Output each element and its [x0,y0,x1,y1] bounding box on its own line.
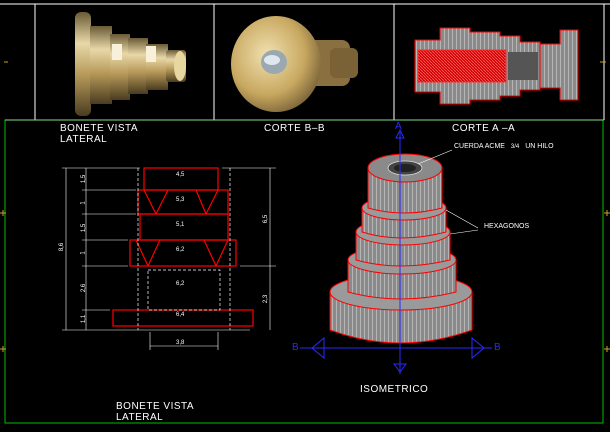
label-drawing-lateral-line1: BONETE VISTA [116,401,195,412]
label-render-lateral: BONETE VISTA LATERAL [60,123,138,145]
dim-height-1: 1,5 [81,174,88,184]
thread-label: CUERDA ACME [454,143,505,150]
label-render-lateral-line2: LATERAL [60,134,108,145]
label-section-bb: CORTE B–B [264,123,325,134]
dim-height-total: 8,6 [59,242,66,252]
dim-height-3: 1,5 [81,223,88,233]
label-section-aa: CORTE A –A [452,123,516,134]
render-section-bb [231,16,358,112]
dim-width-5: 6,2 [176,281,185,287]
section-mark-right: B [494,342,502,353]
edge-markers [0,61,610,352]
dim-width-7: 3,8 [176,340,185,346]
thread-annotation: CUERDA ACME 3/4 UN HILO [454,143,554,150]
render-bonnet-lateral [75,12,186,116]
dim-height-2: 1 [80,201,87,205]
section-mark-left: B [292,342,300,353]
isometric-view [300,128,492,374]
technical-drawing-lateral [62,167,276,350]
section-mark-top: A [395,121,403,132]
label-drawing-lateral: BONETE VISTA LATERAL [116,401,194,423]
dim-height-4: 1 [80,251,87,255]
dim-height-5: 2,6 [81,283,88,293]
dim-height-right-1: 6,5 [263,214,270,224]
dim-width-6: 6,4 [176,312,185,318]
label-drawing-lateral-line2: LATERAL [116,412,164,423]
dim-width-2: 5,3 [176,197,185,203]
dim-width-3: 5,1 [176,222,185,228]
dim-width-1: 4,5 [176,172,185,178]
thread-fraction: 3/4 [510,144,520,150]
thread-suffix: UN HILO [525,143,554,150]
dim-height-right-2: 2,3 [263,294,270,304]
label-render-lateral-line1: BONETE VISTA [60,123,139,134]
label-isometric: ISOMETRICO [360,384,429,395]
hexagons-label: HEXAGONOS [484,223,530,230]
render-section-aa [414,27,579,105]
dim-width-4: 6,2 [176,247,185,253]
dim-height-6: 1,1 [81,314,88,324]
